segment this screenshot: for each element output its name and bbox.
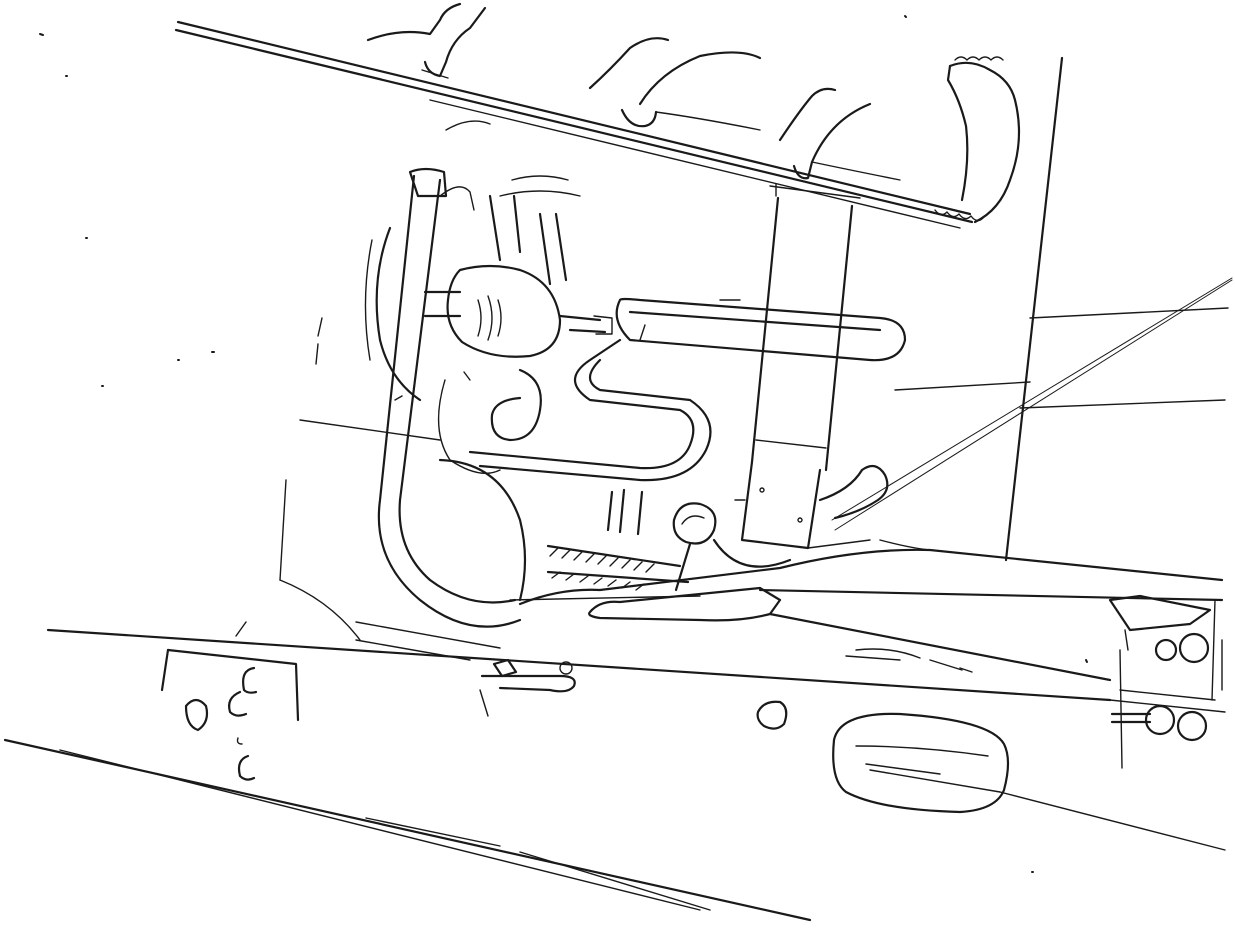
firewall-panel (894, 56, 1229, 562)
loop-pipe (468, 297, 907, 482)
vertical-pipe (377, 167, 522, 628)
fuel-cap (832, 712, 1010, 814)
leader-line (831, 277, 1233, 531)
floor-tray (518, 539, 1224, 682)
vertical-strut (734, 183, 889, 550)
filler-cap-icon (672, 502, 792, 592)
left-hose (364, 226, 527, 602)
exhaust-manifold (366, 2, 1021, 224)
left-body-panel (279, 120, 491, 641)
upper-frame-rail (174, 20, 974, 229)
valve-assembly (423, 175, 613, 442)
drain-plug (756, 700, 788, 730)
mount-bracket (355, 621, 576, 717)
toggle-switch-icon (1108, 594, 1223, 769)
tie-rods (606, 488, 644, 536)
specks (39, 15, 1088, 873)
left-access-panel (160, 621, 300, 781)
lower-chassis-sill (3, 628, 1226, 922)
wiring-harness (509, 544, 701, 601)
